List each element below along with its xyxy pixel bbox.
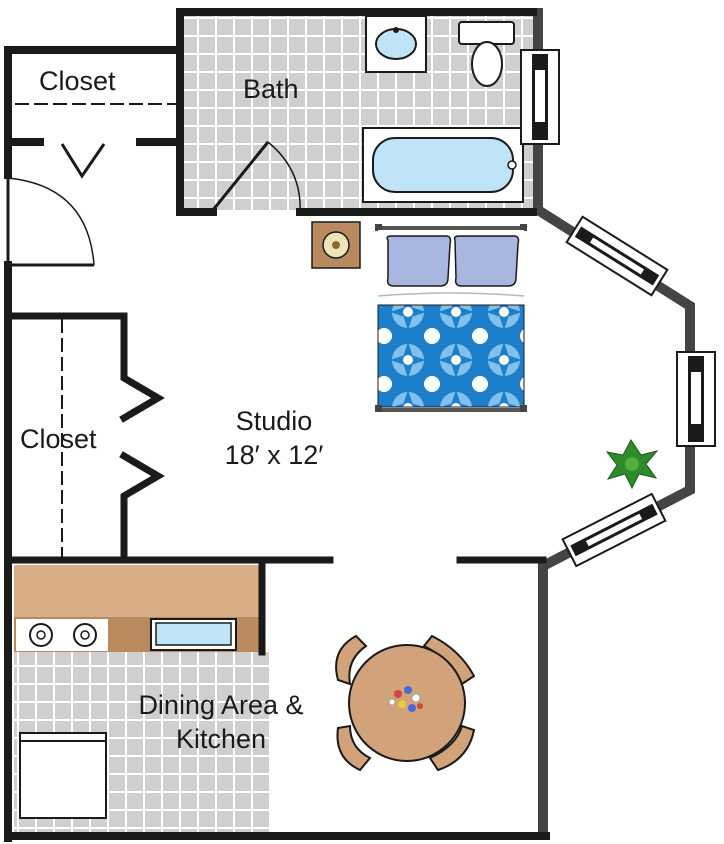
entry-door bbox=[6, 177, 95, 267]
bay-wall bbox=[533, 8, 695, 838]
plant-icon bbox=[605, 439, 659, 490]
window-lower-bay bbox=[561, 492, 667, 568]
sink-icon bbox=[365, 15, 427, 73]
window-right bbox=[676, 351, 716, 447]
closet-top-label: Closet bbox=[39, 66, 116, 96]
closet-left-label: Closet bbox=[20, 424, 97, 454]
stove-icon bbox=[16, 619, 108, 651]
dining-table-icon bbox=[335, 634, 476, 772]
nightstand-icon bbox=[311, 221, 361, 269]
bathtub-icon bbox=[362, 127, 524, 203]
bed-icon bbox=[375, 224, 527, 412]
studio-dimensions: 18′ x 12′ bbox=[224, 440, 324, 470]
studio-name: Studio bbox=[235, 406, 313, 436]
kitchen-counter bbox=[14, 565, 261, 617]
window-bath bbox=[520, 49, 560, 145]
dining-kitchen-line1: Dining Area & bbox=[138, 690, 304, 720]
closet-bifold-door bbox=[60, 143, 106, 179]
bath-door bbox=[211, 141, 301, 213]
walls bbox=[4, 8, 550, 842]
toilet-icon bbox=[458, 21, 515, 87]
bath-label: Bath bbox=[243, 74, 299, 104]
kitchen-sink-icon bbox=[150, 618, 237, 651]
studio-label: Studio 18′ x 12′ bbox=[212, 404, 336, 472]
dining-kitchen-label: Dining Area & Kitchen bbox=[108, 688, 334, 756]
window-upper-bay bbox=[565, 215, 669, 297]
dining-kitchen-line2: Kitchen bbox=[175, 724, 267, 754]
refrigerator-icon bbox=[19, 732, 107, 819]
